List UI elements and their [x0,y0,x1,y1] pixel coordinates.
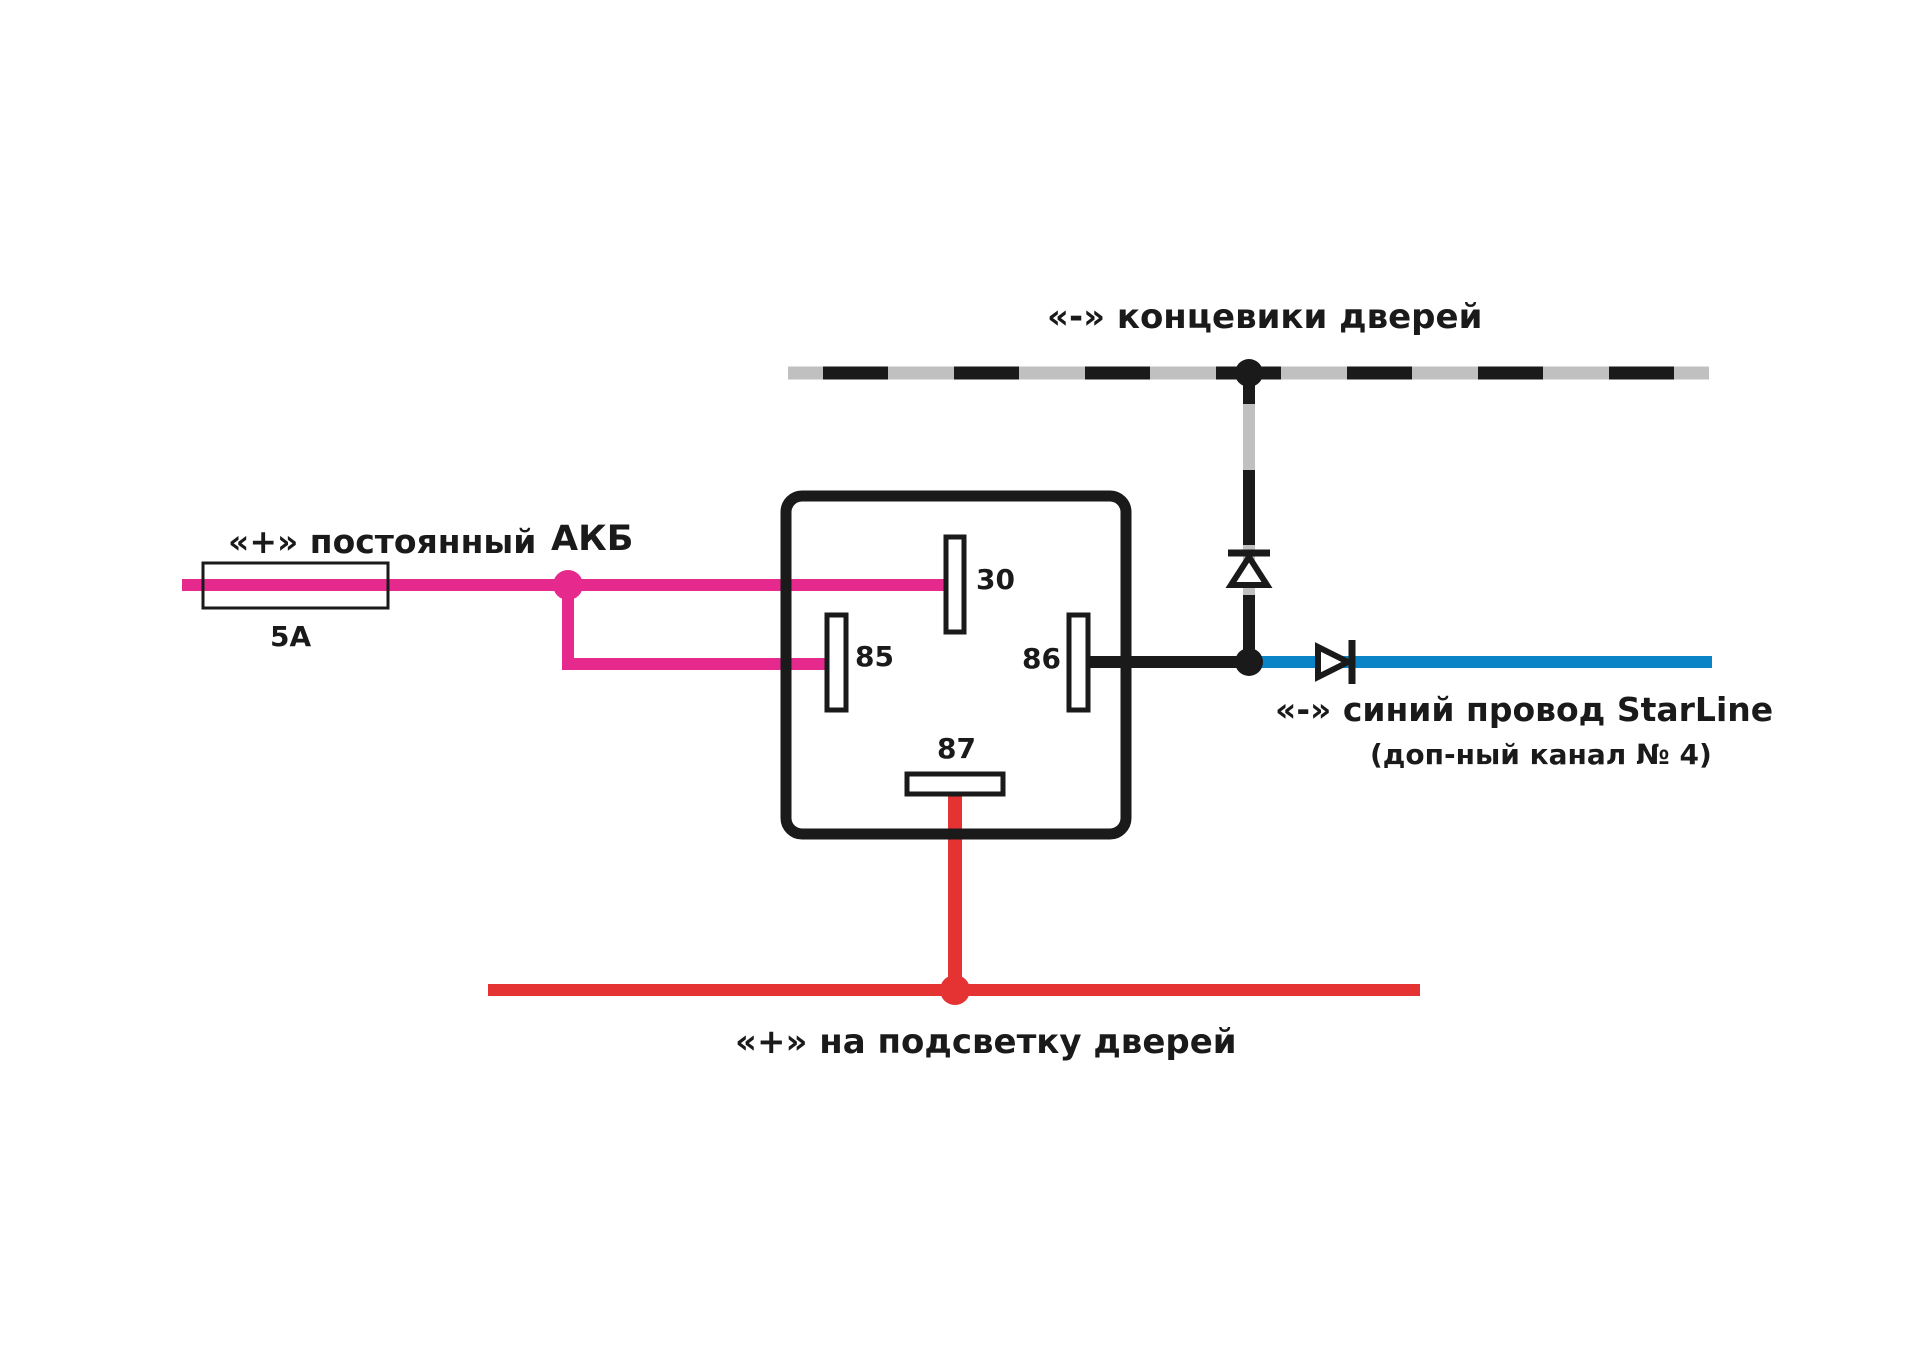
pin-30-label: 30 [976,563,1015,596]
pin-86-label: 86 [1022,642,1061,675]
door-switch-label: «-» концевики дверей [1047,297,1483,337]
relay-pin-87 [904,771,1006,797]
diode-icon [1315,640,1356,684]
extra-channel-label: (доп-ный канал № 4) [1370,738,1712,771]
relay-pin-86 [1066,612,1091,713]
relay-pin-85 [824,612,849,713]
junction-dot [1235,648,1263,676]
pin-87-label: 87 [937,732,976,765]
junction-dot [1235,359,1263,387]
diode-icon [1225,549,1273,588]
battery-label: АКБ [551,519,634,559]
battery-plus-label: «+» постоянный [228,522,537,561]
pin-85-label: 85 [855,640,894,673]
relay-pin-30 [943,534,967,635]
fuse-rating-label: 5А [270,620,312,653]
door-light-wire [488,792,1420,1005]
battery-wire [182,570,952,670]
starline-blue-label: «-» синий провод StarLine [1275,690,1774,729]
relay-icon [780,490,1132,840]
door-light-label: «+» на подсветку дверей [735,1022,1237,1062]
fuse-icon [201,561,390,610]
